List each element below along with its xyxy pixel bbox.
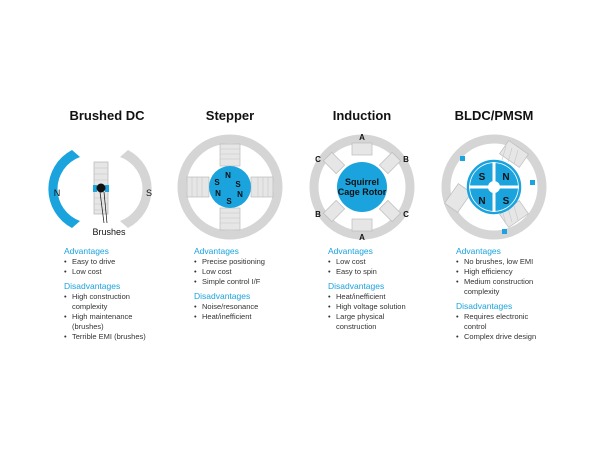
list-item: Requires electronic control [456, 312, 532, 332]
list-item: High efficiency [456, 267, 556, 277]
pole-label: S [235, 180, 241, 189]
stator-windings [322, 142, 402, 232]
list-item: Complex drive design [456, 332, 556, 342]
phase-label: B [403, 155, 409, 164]
commutator-left [93, 185, 97, 192]
disadvantages-list: Noise/resonance Heat/inefficient [194, 302, 288, 322]
stator-ring [441, 134, 547, 240]
commutator-right [105, 185, 109, 192]
motor-title: Stepper [205, 108, 255, 123]
pole-label: S [226, 197, 232, 206]
advantages-heading: Advantages [456, 246, 501, 256]
south-magnet [120, 150, 152, 228]
hall-sensors [460, 156, 535, 234]
advantages-list: Precise positioning Low cost Simple cont… [194, 257, 288, 287]
motor-info: Advantages Low cost Easy to spin Disadva… [328, 246, 420, 332]
list-item: Easy to drive [64, 257, 172, 267]
stepper-diagram: S N N S N S [177, 134, 283, 240]
advantages-list: Low cost Easy to spin [328, 257, 420, 277]
motor-column-induction: Induction Squirrel Cage Rotor A A C B B … [304, 0, 420, 450]
advantages-heading: Advantages [194, 246, 239, 256]
brushed-dc-diagram: N S Brushes [48, 150, 152, 237]
rotor-label-line2: Cage Rotor [338, 187, 387, 197]
list-item: Easy to spin [328, 267, 420, 277]
motor-title: Induction [332, 108, 392, 123]
brushes-label: Brushes [92, 227, 126, 237]
disadvantages-list: Requires electronic control Complex driv… [456, 312, 556, 342]
pole-label: S [214, 178, 220, 187]
motor-info: Advantages Easy to drive Low cost Disadv… [64, 246, 172, 342]
list-item: Low cost [328, 257, 420, 267]
rotor-magnets [470, 163, 518, 211]
phase-label: B [315, 210, 321, 219]
induction-diagram: Squirrel Cage Rotor A A C B B C [309, 133, 415, 242]
phase-label: C [315, 155, 321, 164]
list-item: Simple control I/F [194, 277, 288, 287]
north-magnet [48, 150, 80, 228]
list-item: Medium construction complexity [456, 277, 552, 297]
squirrel-cage-rotor [337, 162, 387, 212]
disadvantages-heading: Disadvantages [328, 281, 385, 291]
motor-column-brushed-dc: Brushed DC N S Brushes Advantages Easy t… [42, 0, 172, 450]
bldc-diagram: S N N S [441, 134, 547, 240]
rotor [209, 166, 251, 208]
list-item: Heat/inefficient [328, 292, 420, 302]
phase-label: A [359, 233, 365, 242]
pole-label: S [479, 172, 486, 183]
disadvantages-heading: Disadvantages [194, 291, 251, 301]
list-item: No brushes, low EMI [456, 257, 556, 267]
advantages-list: No brushes, low EMI High efficiency Medi… [456, 257, 556, 297]
motor-title: BLDC/PMSM [454, 108, 534, 123]
phase-label: A [359, 133, 365, 142]
list-item: High construction complexity [64, 292, 144, 312]
rotor-label-line1: Squirrel [345, 177, 379, 187]
motor-title: Brushed DC [69, 108, 145, 123]
list-item: Low cost [194, 267, 288, 277]
list-item: Precise positioning [194, 257, 288, 267]
phase-label: C [403, 210, 409, 219]
advantages-heading: Advantages [328, 246, 373, 256]
list-item: Low cost [64, 267, 172, 277]
motor-column-stepper: Stepper S N N S N S Advantages Precise p… [172, 0, 288, 450]
list-item: High maintenance (brushes) [64, 312, 144, 332]
stator-ring [177, 134, 283, 240]
pole-label: N [502, 172, 509, 183]
pole-label: N [215, 189, 221, 198]
pole-label: N [237, 190, 243, 199]
list-item: Heat/inefficient [194, 312, 288, 322]
advantages-list: Easy to drive Low cost [64, 257, 172, 277]
motor-info: Advantages No brushes, low EMI High effi… [456, 246, 556, 342]
pole-label: S [503, 196, 510, 207]
list-item: Large physical construction [328, 312, 402, 332]
disadvantages-list: Heat/inefficient High voltage solution L… [328, 292, 420, 332]
pole-label: N [478, 196, 485, 207]
rotor-shaft [96, 183, 106, 193]
motor-column-bldc-pmsm: BLDC/PMSM S N N [432, 0, 556, 450]
list-item: High voltage solution [328, 302, 420, 312]
south-label: S [146, 188, 152, 198]
advantages-heading: Advantages [64, 246, 109, 256]
north-label: N [54, 188, 61, 198]
disadvantages-heading: Disadvantages [64, 281, 121, 291]
stator-coils [444, 140, 529, 228]
disadvantages-list: High construction complexity High mainte… [64, 292, 172, 342]
stator-ring [309, 134, 415, 240]
list-item: Terrible EMI (brushes) [64, 332, 172, 342]
rotor-hub [488, 181, 500, 193]
disadvantages-heading: Disadvantages [456, 301, 513, 311]
motor-info: Advantages Precise positioning Low cost … [194, 246, 288, 322]
pole-label: N [225, 171, 231, 180]
list-item: Noise/resonance [194, 302, 288, 312]
